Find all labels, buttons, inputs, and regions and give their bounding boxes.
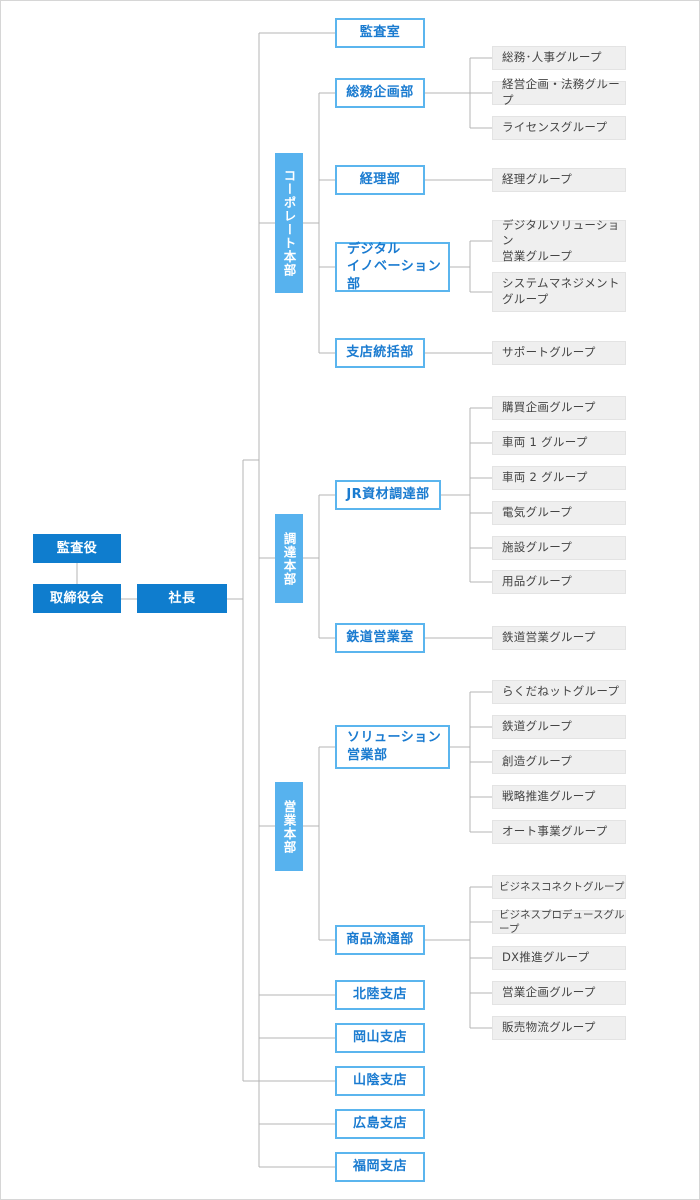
branch-box: 山陰支店 xyxy=(335,1066,425,1096)
group-label: 戦略推進グループ xyxy=(502,789,596,804)
railway-sales-office-box: 鉄道営業室 xyxy=(335,623,425,653)
group-label: らくだねットグループ xyxy=(502,684,620,699)
product-distribution-dept-box: 商品流通部 xyxy=(335,925,425,955)
corporate-hq-box: コーポレート本部 xyxy=(275,153,303,293)
board-of-directors-label: 取締役会 xyxy=(49,590,104,606)
group-box: デジタルソリューション 営業グループ xyxy=(492,217,626,263)
group-box: 営業企画グループ xyxy=(492,981,626,1005)
digital-innovation-dept-label: デジタル イノベーション部 xyxy=(347,241,442,292)
branch-box: 北陸支店 xyxy=(335,980,425,1010)
jr-materials-dept-box: JR資材調達部 xyxy=(335,480,441,510)
group-box: 鉄道営業グループ xyxy=(492,626,626,650)
branch-label: 広島支店 xyxy=(352,1116,407,1132)
group-box: 総務･人事グループ xyxy=(492,46,626,70)
president-box: 社長 xyxy=(137,584,227,613)
product-distribution-dept-label: 商品流通部 xyxy=(346,932,414,948)
group-box: 電気グループ xyxy=(492,501,626,525)
auditor-box: 監査役 xyxy=(33,534,121,563)
group-label: ビジネスプロデュースグループ xyxy=(499,908,625,935)
group-label: オート事業グループ xyxy=(502,824,608,839)
group-box: 経理グループ xyxy=(492,168,626,192)
procurement-hq-box: 調達本部 xyxy=(275,514,303,603)
branch-box: 広島支店 xyxy=(335,1109,425,1139)
audit-office-label: 監査室 xyxy=(359,25,401,41)
group-label: 経理グループ xyxy=(502,172,573,187)
group-label: 購買企画グループ xyxy=(502,400,596,415)
group-box: ビジネスコネクトグループ xyxy=(492,875,626,899)
group-label: DX推進グループ xyxy=(502,950,590,965)
group-box: 創造グループ xyxy=(492,750,626,774)
group-label: 経営企画・法務グループ xyxy=(502,77,620,107)
accounting-dept-label: 経理部 xyxy=(359,172,401,188)
jr-materials-dept-label: JR資材調達部 xyxy=(346,487,430,503)
group-box: DX推進グループ xyxy=(492,946,626,970)
general-planning-dept-box: 総務企画部 xyxy=(335,78,425,108)
group-label: デジタルソリューション 営業グループ xyxy=(502,217,620,263)
group-box: 戦略推進グループ xyxy=(492,785,626,809)
railway-sales-office-label: 鉄道営業室 xyxy=(346,630,414,646)
group-box: 鉄道グループ xyxy=(492,715,626,739)
general-planning-dept-label: 総務企画部 xyxy=(346,85,414,101)
audit-office-box: 監査室 xyxy=(335,18,425,48)
group-label: サポートグループ xyxy=(502,345,596,360)
president-label: 社長 xyxy=(168,590,196,606)
group-label: 販売物流グループ xyxy=(502,1020,596,1035)
auditor-label: 監査役 xyxy=(56,540,98,556)
group-label: 創造グループ xyxy=(502,754,573,769)
accounting-dept-box: 経理部 xyxy=(335,165,425,195)
branch-box: 岡山支店 xyxy=(335,1023,425,1053)
group-label: 車両 2 グループ xyxy=(502,470,588,485)
solution-sales-dept-box: ソリューション 営業部 xyxy=(335,725,450,769)
group-box: 用品グループ xyxy=(492,570,626,594)
branch-label: 岡山支店 xyxy=(352,1030,407,1046)
group-label: 営業企画グループ xyxy=(502,985,596,1000)
group-box: ビジネスプロデュースグループ xyxy=(492,908,626,935)
group-box: オート事業グループ xyxy=(492,820,626,844)
group-box: 施設グループ xyxy=(492,536,626,560)
branch-label: 福岡支店 xyxy=(352,1159,407,1175)
group-box: らくだねットグループ xyxy=(492,680,626,704)
corporate-hq-label: コーポレート本部 xyxy=(281,169,297,277)
group-label: 用品グループ xyxy=(502,574,573,589)
branch-management-dept-box: 支店統括部 xyxy=(335,338,425,368)
group-label: ビジネスコネクトグループ xyxy=(499,880,625,893)
sales-hq-label: 営業本部 xyxy=(281,799,297,854)
branch-label: 山陰支店 xyxy=(352,1073,407,1089)
digital-innovation-dept-box: デジタル イノベーション部 xyxy=(335,242,450,292)
group-box: システムマネジメント グループ xyxy=(492,272,626,312)
group-box: 車両 1 グループ xyxy=(492,431,626,455)
group-box: 購買企画グループ xyxy=(492,396,626,420)
board-of-directors-box: 取締役会 xyxy=(33,584,121,613)
branch-box: 福岡支店 xyxy=(335,1152,425,1182)
group-label: システムマネジメント グループ xyxy=(502,276,620,306)
procurement-hq-label: 調達本部 xyxy=(281,531,297,586)
group-label: 鉄道営業グループ xyxy=(502,630,596,645)
group-label: 総務･人事グループ xyxy=(502,50,602,65)
group-box: 経営企画・法務グループ xyxy=(492,77,626,107)
branch-management-dept-label: 支店統括部 xyxy=(346,345,414,361)
group-label: ライセンスグループ xyxy=(502,120,608,135)
group-box: 販売物流グループ xyxy=(492,1016,626,1040)
solution-sales-dept-label: ソリューション 営業部 xyxy=(347,730,442,763)
group-box: 車両 2 グループ xyxy=(492,466,626,490)
group-box: ライセンスグループ xyxy=(492,116,626,140)
group-box: サポートグループ xyxy=(492,341,626,365)
group-label: 鉄道グループ xyxy=(502,719,573,734)
sales-hq-box: 営業本部 xyxy=(275,782,303,871)
group-label: 電気グループ xyxy=(502,505,573,520)
group-label: 車両 1 グループ xyxy=(502,435,588,450)
branch-label: 北陸支店 xyxy=(352,987,407,1003)
group-label: 施設グループ xyxy=(502,540,573,555)
